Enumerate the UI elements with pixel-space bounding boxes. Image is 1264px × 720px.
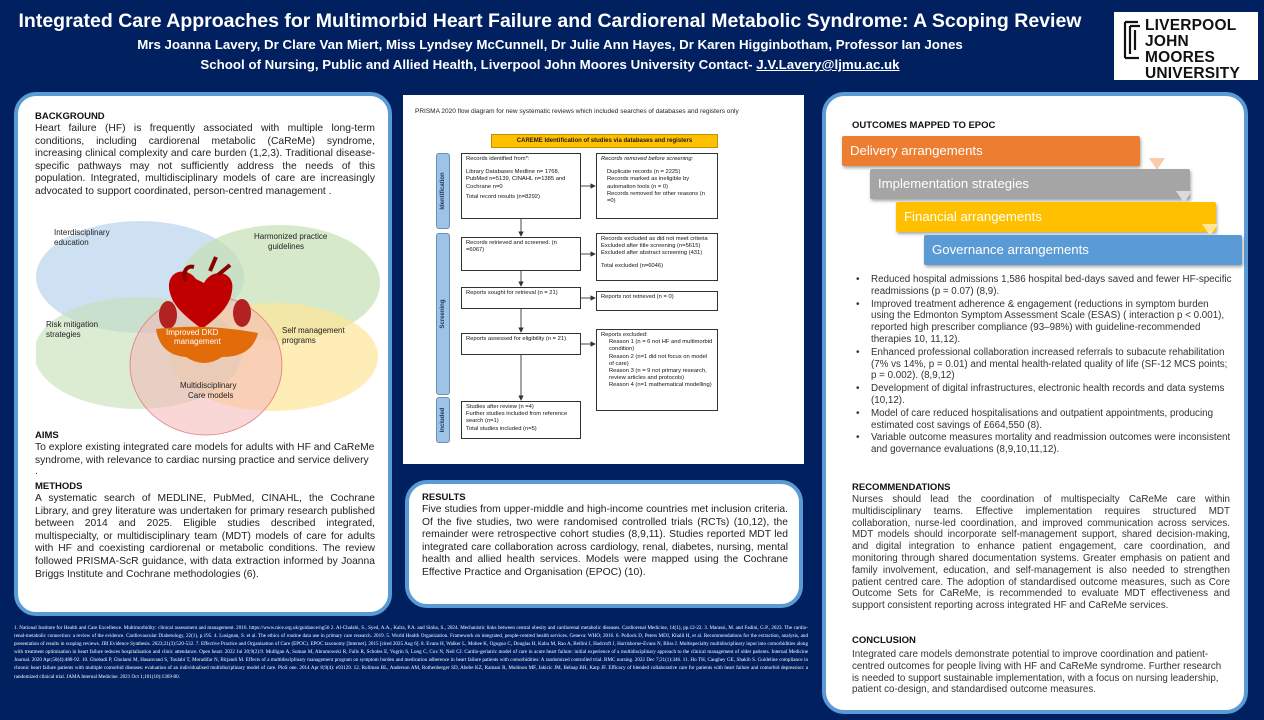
ribbon-arrow-icon <box>1202 224 1218 236</box>
box-included: Studies after review (n =4) Further stud… <box>461 401 581 439</box>
recommendations-text: Nurses should lead the coordination of m… <box>852 494 1230 612</box>
results-heading: RESULTS <box>422 492 466 503</box>
ribbon-arrow-icon <box>1176 191 1192 203</box>
prisma-flow-diagram: PRISMA 2020 flow diagram for new systema… <box>403 95 804 464</box>
university-wordmark: LIVERPOOL JOHN MOORES UNIVERSITY <box>1145 18 1258 82</box>
logo-line: LIVERPOOL <box>1145 17 1237 34</box>
outcome-item: Development of digital infrastructures, … <box>852 383 1232 407</box>
ribbon-delivery: Delivery arrangements <box>842 136 1140 166</box>
conclusion-heading: CONCLUSION <box>852 635 916 646</box>
contact-email-link[interactable]: J.V.Lavery@ljmu.ac.uk <box>756 57 900 72</box>
outcome-item: Improved treatment adherence & engagemen… <box>852 299 1232 346</box>
integrated-care-venn-diagram: Improved DKD management Interdisciplinar… <box>36 221 380 436</box>
university-crest-icon <box>1123 20 1140 60</box>
stage-included: Included <box>436 397 450 443</box>
box-reports-excluded: Reports excluded: Reason 1 (n = 6 not HF… <box>596 329 718 411</box>
heart-kidney-icon <box>159 256 251 329</box>
outcomes-list: Reduced hospital admissions 1,586 hospit… <box>852 274 1232 456</box>
aims-trail: . <box>35 466 38 477</box>
box-records-identified: Records identified from*: Library Databa… <box>461 153 581 219</box>
logo-line: UNIVERSITY <box>1145 65 1241 82</box>
methods-text: A systematic search of MEDLINE, PubMed, … <box>35 493 375 580</box>
prisma-title: PRISMA 2020 flow diagram for new systema… <box>415 108 739 115</box>
stage-identification: Identification <box>436 153 450 229</box>
ribbon-financial: Financial arrangements <box>896 202 1216 232</box>
prisma-banner: CAREME Identification of studies via dat… <box>491 134 718 148</box>
affiliation-text: School of Nursing, Public and Allied Hea… <box>200 57 757 72</box>
background-heading: BACKGROUND <box>35 111 105 122</box>
logo-line: JOHN MOORES <box>1145 33 1216 66</box>
pancreas-dkd-shape <box>156 326 258 363</box>
prisma-connectors <box>518 183 596 401</box>
aims-heading: AIMS <box>35 430 59 441</box>
box-sought: Reports sought for retrieval (n = 21) <box>461 287 581 309</box>
outcomes-heading: OUTCOMES MAPPED TO EPOC <box>852 120 996 131</box>
outcome-item: Model of care reduced hospitalisations a… <box>852 408 1232 432</box>
box-records-removed: Records removed before screening: Duplic… <box>596 153 718 219</box>
box-excluded: Records excluded as did not meet criteri… <box>596 233 718 281</box>
right-panel: OUTCOMES MAPPED TO EPOC Delivery arrange… <box>822 92 1248 714</box>
poster-title: Integrated Care Approaches for Multimorb… <box>18 10 1082 32</box>
stage-screening: Screening <box>436 233 450 395</box>
results-panel: RESULTS Five studies from upper-middle a… <box>405 480 803 608</box>
ribbon-arrow-icon <box>1149 158 1165 170</box>
venn-label-dkd-2: management <box>174 337 221 346</box>
author-list: Mrs Joanna Lavery, Dr Clare Van Miert, M… <box>137 37 963 52</box>
box-assessed: Reports assessed for eligibility (n = 21… <box>461 333 581 355</box>
results-text: Five studies from upper-middle and high-… <box>422 504 788 578</box>
box-screened: Records retrieved and screened. (n =6067… <box>461 237 581 271</box>
methods-heading: METHODS <box>35 481 83 492</box>
ribbon-governance: Governance arrangements <box>924 235 1242 265</box>
left-panel: BACKGROUND Heart failure (HF) is frequen… <box>14 92 392 616</box>
university-logo: LIVERPOOL JOHN MOORES UNIVERSITY <box>1114 12 1258 82</box>
venn-label-dkd-1: Improved DKD <box>166 328 219 337</box>
aims-text: To explore existing integrated care mode… <box>35 442 375 466</box>
outcome-item: Enhanced professional collaboration incr… <box>852 347 1232 382</box>
background-text: Heart failure (HF) is frequently associa… <box>35 123 375 197</box>
conclusion-text: Integrated care models demonstrate poten… <box>852 649 1222 696</box>
affiliation: School of Nursing, Public and Allied Hea… <box>0 57 1100 72</box>
outcome-item: Variable outcome measures mortality and … <box>852 432 1232 456</box>
ribbon-implementation: Implementation strategies <box>870 169 1190 199</box>
poster-header: Integrated Care Approaches for Multimorb… <box>0 0 1264 92</box>
references: 1. National Institute for Health and Car… <box>14 625 808 680</box>
outcome-item: Reduced hospital admissions 1,586 hospit… <box>852 274 1232 298</box>
recommendations-heading: RECOMMENDATIONS <box>852 482 951 493</box>
box-not-retrieved: Reports not retrieved (n = 0) <box>596 291 718 311</box>
